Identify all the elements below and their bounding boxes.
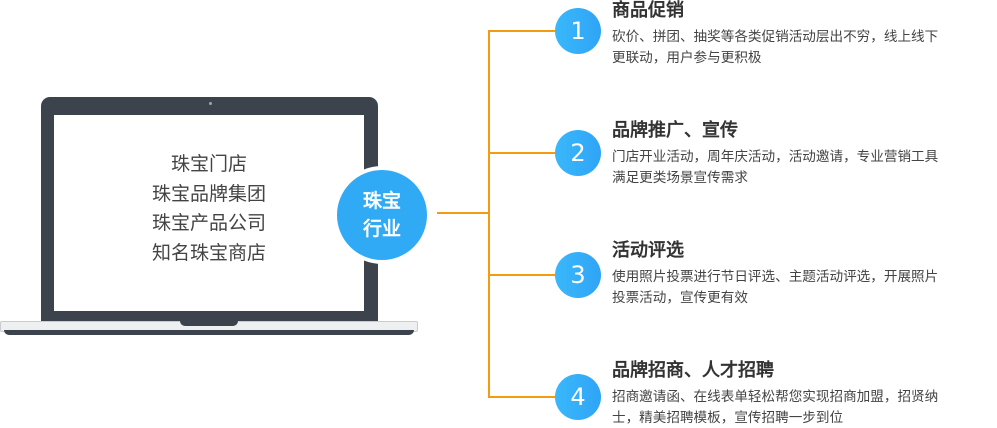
desc-line: 招商邀请函、在线表单轻松帮您实现招商加盟，招贤纳 <box>612 387 997 408</box>
feature-desc: 招商邀请函、在线表单轻松帮您实现招商加盟，招贤纳 士，精美招聘模板，宣传招聘一步… <box>612 387 997 428</box>
desc-line: 更联动，用户参与更积极 <box>612 48 997 69</box>
screen-line: 珠宝品牌集团 <box>54 180 364 210</box>
feature-desc: 砍价、拼团、抽奖等各类促销活动层出不穷，线上线下 更联动，用户参与更积极 <box>612 27 997 68</box>
screen-text: 珠宝门店 珠宝品牌集团 珠宝产品公司 知名珠宝商店 <box>54 150 364 268</box>
step-number-3: 3 <box>555 252 601 298</box>
feature-desc: 使用照片投票进行节日评选、主题活动评选，开展照片 投票活动，宣传更有效 <box>612 267 997 308</box>
feature-item: 活动评选 使用照片投票进行节日评选、主题活动评选，开展照片 投票活动，宣传更有效 <box>612 240 997 308</box>
hub-line-1: 珠宝 <box>363 187 401 215</box>
laptop-base-shadow <box>4 330 414 335</box>
screen-line: 知名珠宝商店 <box>54 239 364 269</box>
feature-title: 活动评选 <box>612 240 997 262</box>
desc-line: 砍价、拼团、抽奖等各类促销活动层出不穷，线上线下 <box>612 27 997 48</box>
camera-dot <box>209 102 212 105</box>
screen-line: 珠宝产品公司 <box>54 209 364 239</box>
industry-hub-circle: 珠宝 行业 <box>333 166 431 264</box>
desc-line: 满足更类场景宣传需求 <box>612 168 997 189</box>
connector-trunk <box>488 30 490 398</box>
feature-desc: 门店开业活动，周年庆活动，活动邀请，专业营销工具 满足更类场景宣传需求 <box>612 147 997 188</box>
feature-item: 品牌招商、人才招聘 招商邀请函、在线表单轻松帮您实现招商加盟，招贤纳 士，精美招… <box>612 360 997 428</box>
connector-branch-4 <box>488 396 556 398</box>
feature-title: 品牌招商、人才招聘 <box>612 360 997 382</box>
connector-branch-2 <box>488 152 556 154</box>
feature-title: 商品促销 <box>612 0 997 22</box>
screen-line: 珠宝门店 <box>54 150 364 180</box>
desc-line: 门店开业活动，周年庆活动，活动邀请，专业营销工具 <box>612 147 997 168</box>
feature-item: 品牌推广、宣传 门店开业活动，周年庆活动，活动邀请，专业营销工具 满足更类场景宣… <box>612 120 997 188</box>
connector-hub <box>437 212 489 214</box>
feature-item: 商品促销 砍价、拼团、抽奖等各类促销活动层出不穷，线上线下 更联动，用户参与更积… <box>612 0 997 68</box>
connector-branch-1 <box>488 30 556 32</box>
feature-title: 品牌推广、宣传 <box>612 120 997 142</box>
step-number-1: 1 <box>555 8 601 54</box>
desc-line: 投票活动，宣传更有效 <box>612 288 997 309</box>
hub-line-2: 行业 <box>363 215 401 243</box>
step-number-4: 4 <box>555 374 601 420</box>
connector-branch-3 <box>488 274 556 276</box>
step-number-2: 2 <box>555 130 601 176</box>
laptop-notch <box>180 321 238 326</box>
desc-line: 士，精美招聘模板，宣传招聘一步到位 <box>612 408 997 428</box>
desc-line: 使用照片投票进行节日评选、主题活动评选，开展照片 <box>612 267 997 288</box>
